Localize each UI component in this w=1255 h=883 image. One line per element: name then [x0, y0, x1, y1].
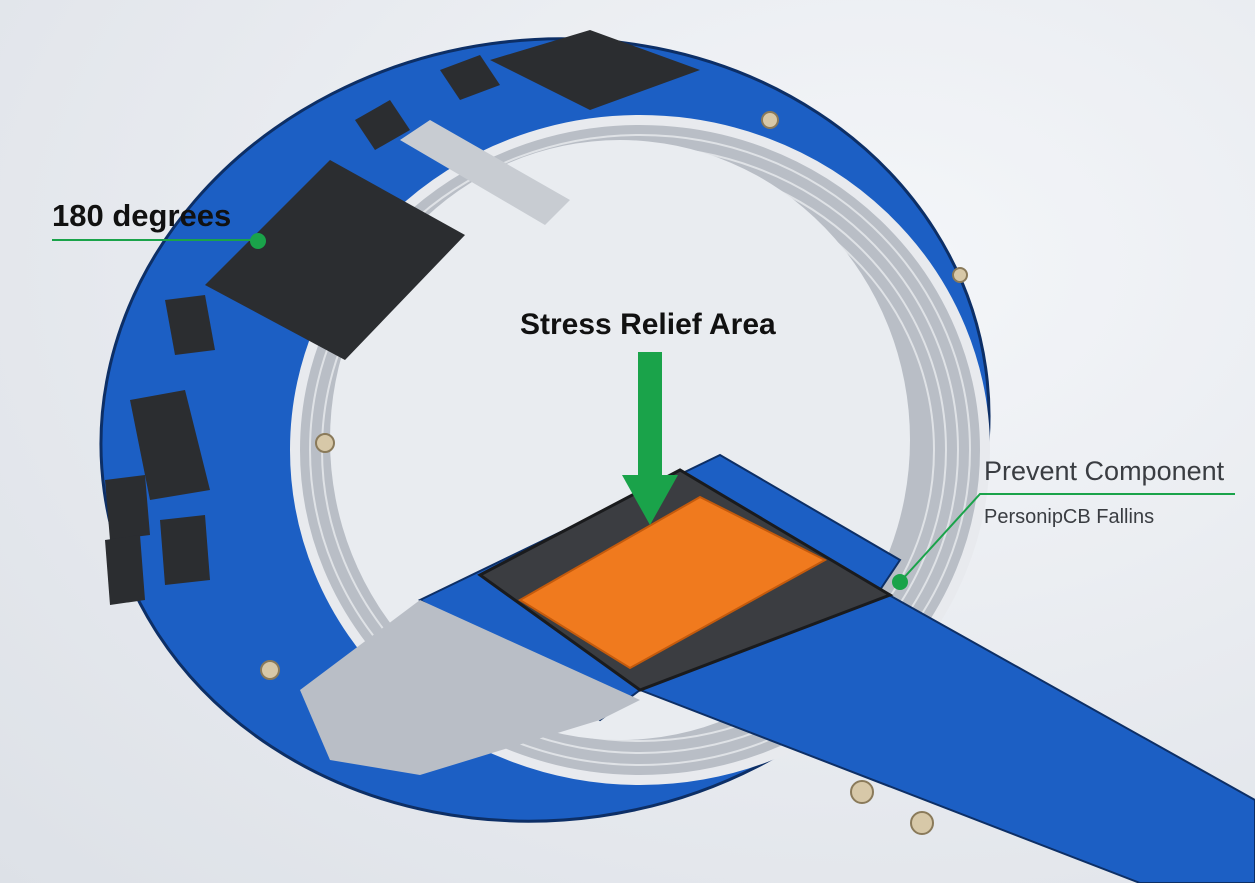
orange-stress-relief-stiffener [518, 495, 828, 670]
label-180-degrees: 180 degrees [52, 198, 232, 233]
label-stress-relief-area: Stress Relief Area [520, 308, 776, 341]
ring-components [105, 30, 700, 605]
top-ic-chip [490, 30, 700, 110]
callout-dot-180 [250, 233, 266, 249]
callout-dot-prevent [892, 574, 908, 590]
callout-line-prevent [899, 493, 1235, 583]
down-arrow-icon [622, 352, 678, 525]
label-prevent-subtitle: PersonipCB Fallins [984, 506, 1155, 528]
label-prevent-component: Prevent Component [984, 456, 1225, 486]
left-gray-strip [300, 600, 640, 775]
silver-stiffener [400, 120, 570, 225]
large-ic-chip [205, 160, 465, 360]
